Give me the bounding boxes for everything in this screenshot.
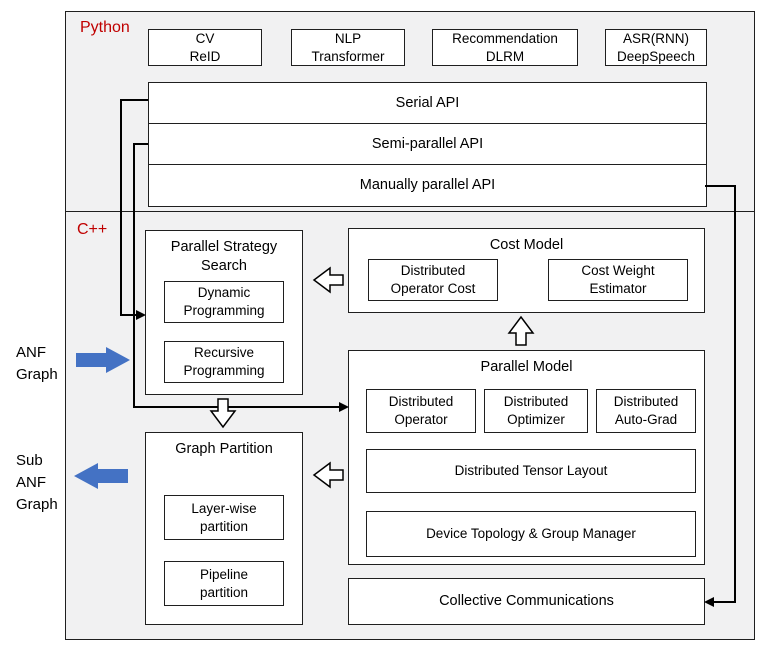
app-box-asr-deepspeech: ASR(RNN) DeepSpeech bbox=[605, 29, 707, 66]
cost-model-title: Cost Model bbox=[489, 237, 564, 253]
cost-weight-estimator-box: Cost Weight Estimator bbox=[548, 259, 688, 301]
app-box-nlp-transformer: NLP Transformer bbox=[291, 29, 405, 66]
semi-parallel-api-bar: Semi-parallel API bbox=[148, 123, 707, 165]
sub-anf-graph-label: Sub ANF Graph bbox=[16, 452, 58, 513]
distributed-auto-grad-box: Distributed Auto-Grad bbox=[596, 389, 696, 433]
parallel-model-title: Parallel Model bbox=[480, 359, 573, 375]
app-box-recommendation-dlrm: Recommendation DLRM bbox=[432, 29, 578, 66]
dynamic-programming-box: Dynamic Programming bbox=[164, 281, 284, 323]
python-section-label: Python bbox=[80, 19, 130, 36]
cost-model-box: Cost Model Distributed Operator Cost Cos… bbox=[348, 228, 705, 313]
distributed-optimizer-box: Distributed Optimizer bbox=[484, 389, 588, 433]
graph-partition-title: Graph Partition bbox=[175, 441, 273, 457]
cpp-section-label: C++ bbox=[77, 221, 108, 238]
manually-parallel-api-bar: Manually parallel API bbox=[148, 164, 707, 207]
distributed-operator-cost-box: Distributed Operator Cost bbox=[368, 259, 498, 301]
layer-wise-partition-box: Layer-wise partition bbox=[164, 495, 284, 540]
parallel-strategy-search-box: Parallel Strategy Search Dynamic Program… bbox=[145, 230, 303, 395]
parallel-strategy-search-title: Parallel Strategy Search bbox=[170, 239, 278, 274]
distributed-operator-box: Distributed Operator bbox=[366, 389, 476, 433]
collective-communications-bar: Collective Communications bbox=[348, 578, 705, 625]
graph-partition-box: Graph Partition Layer-wise partition Pip… bbox=[145, 432, 303, 625]
anf-graph-label: ANF Graph bbox=[16, 344, 58, 383]
device-topology-group-manager-box: Device Topology & Group Manager bbox=[366, 511, 696, 557]
app-box-cv-reid: CV ReID bbox=[148, 29, 262, 66]
recursive-programming-box: Recursive Programming bbox=[164, 341, 284, 383]
distributed-tensor-layout-box: Distributed Tensor Layout bbox=[366, 449, 696, 493]
serial-api-bar: Serial API bbox=[148, 82, 707, 124]
pipeline-partition-box: Pipeline partition bbox=[164, 561, 284, 606]
parallel-model-box: Parallel Model Distributed Operator Dist… bbox=[348, 350, 705, 565]
